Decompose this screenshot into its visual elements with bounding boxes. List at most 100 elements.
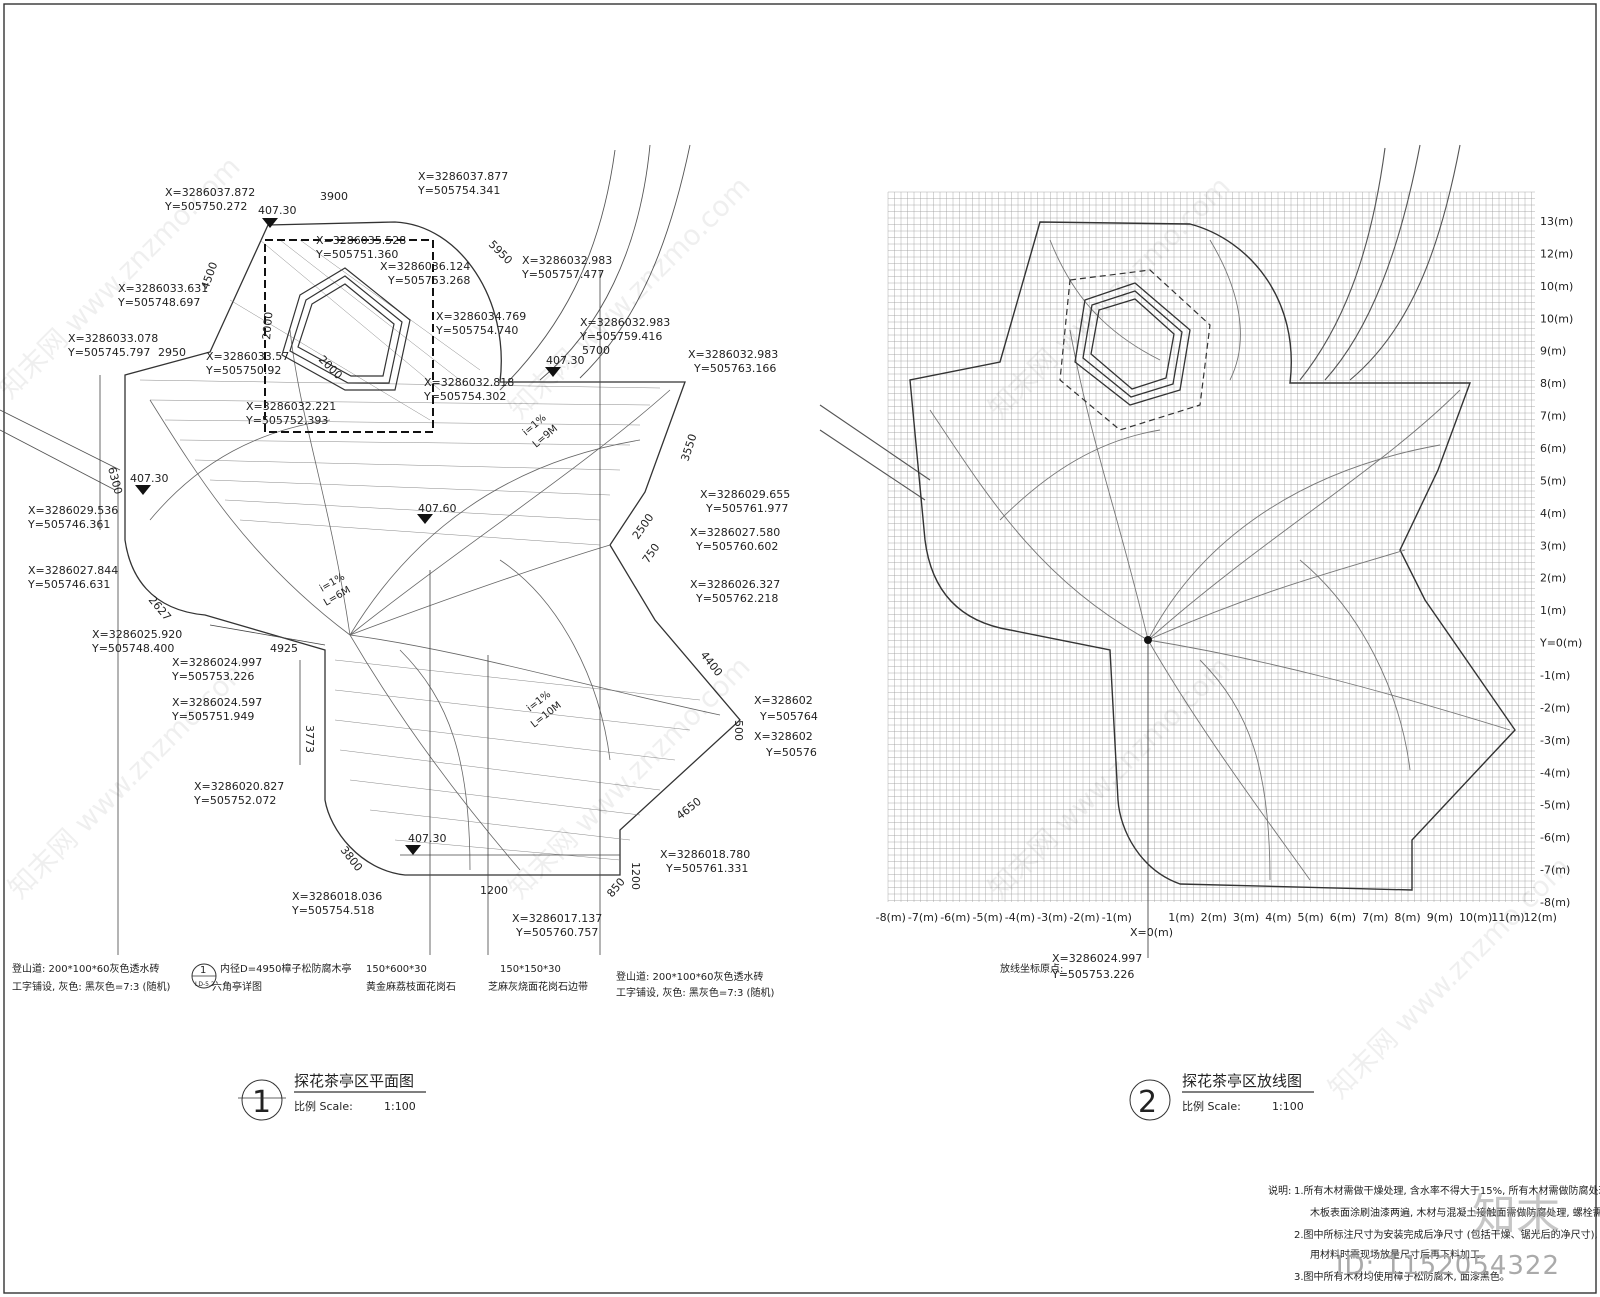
- plan-material-notes: 登山道: 200*100*60灰色透水砖 工字铺设, 灰色: 黑灰色=7:3 (…: [12, 962, 774, 999]
- layout-drawing: 13(m)12(m)10(m)10(m)9(m)8(m)7(m)6(m)5(m)…: [819, 144, 1582, 958]
- x-axis-label: 11(m): [1491, 911, 1524, 924]
- detail-ref-sheet: LD-5.2: [195, 981, 215, 988]
- note-line: 150*600*30: [366, 964, 427, 975]
- dim-label: 4500: [199, 260, 221, 291]
- coord-y: Y=505762.218: [695, 592, 778, 605]
- coord-x: X=3286029.655: [700, 488, 790, 501]
- x-axis-label: 8(m): [1394, 911, 1420, 924]
- pavilion-box: [264, 239, 434, 433]
- y-axis-label: 10(m): [1540, 280, 1573, 293]
- y-axis-label: 5(m): [1540, 474, 1566, 487]
- note-item: 木板表面涂刷油漆两遍, 木材与混凝土接触面需做防腐处理, 螺栓需做热浸镀锌处理。: [1310, 1206, 1600, 1219]
- y-axis-label: -5(m): [1540, 799, 1570, 812]
- origin-x: X=3286024.997: [1052, 952, 1142, 965]
- scale-label: 比例 Scale:: [1182, 1099, 1241, 1113]
- coord-y: Y=505750.272: [164, 200, 247, 213]
- coord-x: X=3286037.872: [165, 186, 255, 199]
- note-line: 登山道: 200*100*60灰色透水砖: [12, 962, 159, 975]
- note-item: 3.图中所有木材均使用樟子松防腐木, 面漆黑色。: [1294, 1270, 1510, 1283]
- coord-y: Y=505764: [759, 710, 818, 723]
- x-axis-label: 12(m): [1524, 911, 1557, 924]
- notes-heading: 说明:: [1268, 1184, 1291, 1197]
- dim-label: 2000: [260, 311, 275, 340]
- hexagon-pavilion: [1074, 282, 1191, 406]
- coord-x: X=3286034.769: [436, 310, 526, 323]
- note-line: 六角亭详图: [212, 980, 262, 993]
- dim-label: 2950: [158, 346, 186, 359]
- trail-left: [819, 404, 931, 481]
- y-axis-label: 8(m): [1540, 377, 1566, 390]
- y-axis-label: 10(m): [1540, 312, 1573, 325]
- coord-x: X=328602: [754, 694, 813, 707]
- plan-drawing: [0, 144, 741, 955]
- x-axis-label: 10(m): [1459, 911, 1492, 924]
- dim-label: 500: [732, 720, 745, 741]
- coord-y: Y=505757.477: [521, 268, 604, 281]
- coord-y: Y=505759.416: [579, 330, 662, 343]
- dim-label: 1200: [629, 862, 642, 890]
- coord-y: Y=505754.740: [435, 324, 518, 337]
- coord-y: Y=505754.518: [291, 904, 374, 917]
- x-axis-label: -2(m): [1069, 911, 1099, 924]
- coord-x: X=3286033.57: [206, 350, 289, 363]
- coord-x: X=3286033.078: [68, 332, 158, 345]
- origin-point: [1144, 636, 1152, 644]
- coord-y: Y=505751.949: [171, 710, 254, 723]
- y-axis-label: -7(m): [1540, 864, 1570, 877]
- origin-y: Y=505753.226: [1051, 968, 1134, 981]
- scale-value: 1:100: [1272, 1100, 1304, 1113]
- coord-x: X=3286037.877: [418, 170, 508, 183]
- coord-y: Y=505761.977: [705, 502, 788, 515]
- pavilion-dashed-hexagon: [1059, 269, 1211, 431]
- x-axis-label: -8(m): [876, 911, 906, 924]
- x-axis-label: -4(m): [1005, 911, 1035, 924]
- elevation-label: 407.30: [546, 354, 585, 367]
- elevation-label: 407.30: [130, 472, 169, 485]
- note-item: 用材料时需现场放量尺寸后再下料加工。: [1310, 1248, 1490, 1261]
- coord-y: Y=505751.360: [315, 248, 398, 261]
- dim-label: 3773: [303, 725, 316, 753]
- note-line: 黄金麻荔枝面花岗石: [366, 980, 456, 993]
- general-notes: 说明: 1.所有木材需做干燥处理, 含水率不得大于15%, 所有木材需做防腐处理…: [1268, 1184, 1600, 1283]
- coord-y: Y=505754.302: [423, 390, 506, 403]
- drawing-title: 探花茶亭区放线图: [1182, 1072, 1302, 1090]
- y-axis-label: -8(m): [1540, 896, 1570, 909]
- y-axis-label: 3(m): [1540, 539, 1566, 552]
- elevation-label: 407.30: [258, 204, 297, 217]
- detail-ref-number: 1: [200, 965, 206, 976]
- coord-x: X=3286027.844: [28, 564, 118, 577]
- x-axis-label: -1(m): [1102, 911, 1132, 924]
- x-axis-labels: -8(m)-7(m)-6(m)-5(m)-4(m)-3(m)-2(m)-1(m)…: [876, 911, 1557, 924]
- plan-title-block: 1 探花茶亭区平面图 比例 Scale: 1:100: [238, 1072, 426, 1121]
- elev-mark: [262, 218, 278, 228]
- note-line: 工字铺设, 灰色: 黑灰色=7:3 (随机): [12, 980, 170, 993]
- coord-y: Y=505760.757: [515, 926, 598, 939]
- elevation-label: 407.60: [418, 502, 457, 515]
- scale-value: 1:100: [384, 1100, 416, 1113]
- watermark: 知末网 www.znzmo.com: [502, 170, 757, 425]
- x-axis-label: -5(m): [973, 911, 1003, 924]
- note-line: 150*150*30: [500, 964, 561, 975]
- y-axis-label: 1(m): [1540, 604, 1566, 617]
- coord-x: X=3286027.580: [690, 526, 780, 539]
- coord-y: Y=505760.602: [695, 540, 778, 553]
- layout-outline: [909, 221, 1516, 891]
- dim-label: 5700: [582, 344, 610, 357]
- dim-label: 750: [640, 541, 663, 566]
- dim-label: 3800: [338, 844, 365, 874]
- coord-x: X=3286032.983: [580, 316, 670, 329]
- dim-label: 850: [604, 875, 627, 899]
- dim-label: 6300: [105, 465, 125, 495]
- y-axis-label: 13(m): [1540, 215, 1573, 228]
- note-line: 芝麻灰烧面花岗石边带: [488, 980, 588, 993]
- coord-x: X=3286020.827: [194, 780, 284, 793]
- coord-x: X=3286018.036: [292, 890, 382, 903]
- x-zero-label: X=0(m): [1130, 926, 1173, 939]
- coord-y: Y=505748.400: [91, 642, 174, 655]
- note-line: 登山道: 200*100*60灰色透水砖: [616, 970, 763, 983]
- coord-x: X=3286029.536: [28, 504, 118, 517]
- y-axis-label: 4(m): [1540, 507, 1566, 520]
- x-axis-label: -7(m): [908, 911, 938, 924]
- coord-x: X=3286036.124: [380, 260, 470, 273]
